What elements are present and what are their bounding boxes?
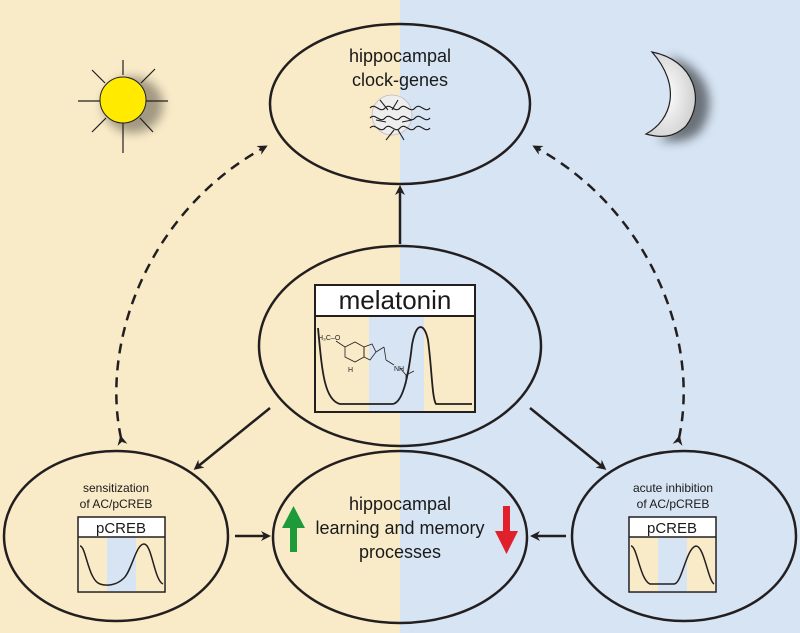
sensitization-node: sensitization of AC/pCREB pCREB — [2, 449, 230, 623]
sensitization-line2: of AC/pCREB — [80, 497, 153, 511]
inhibition-line2: of AC/pCREB — [637, 497, 710, 511]
down-arrow-icon — [495, 506, 518, 554]
learning-line2: learning and memory — [315, 518, 484, 538]
clock-genes-node: hippocampal clock-genes — [268, 22, 532, 186]
clock-genes-line2: clock-genes — [352, 70, 448, 90]
atom-amide-n: NH — [394, 366, 404, 373]
melatonin-title: melatonin — [339, 285, 452, 315]
atom-methoxy: H₃C–O — [318, 335, 341, 342]
melatonin-structure-icon — [335, 340, 415, 384]
melatonin-day-band-left — [316, 316, 369, 411]
melatonin-day-band-right — [424, 316, 474, 411]
left-pcreb-title: pCREB — [96, 520, 146, 537]
moon-icon — [644, 51, 710, 142]
right-pcreb-title: pCREB — [647, 520, 697, 537]
learning-node: hippocampal learning and memory processe… — [271, 449, 529, 625]
melatonin-curve — [317, 326, 472, 405]
clock-genes-line1: hippocampal — [349, 46, 451, 66]
arrows — [115, 145, 685, 541]
sun-icon — [78, 60, 168, 153]
clock-gene-icon — [369, 94, 431, 141]
dashed-arrow-right — [532, 145, 685, 446]
melatonin-node: melatonin H₃C–O H NH — [257, 244, 543, 448]
atom-nh: H — [348, 367, 353, 374]
inhibition-node: acute inhibition of AC/pCREB pCREB — [570, 449, 798, 623]
sensitization-line1: sensitization — [83, 481, 149, 495]
right-pcreb-curve — [630, 545, 715, 585]
inhibition-line1: acute inhibition — [633, 481, 713, 495]
dashed-arrow-left — [115, 145, 268, 446]
left-pcreb-curve — [79, 543, 164, 586]
learning-line1: hippocampal — [349, 494, 451, 514]
up-arrow-icon — [282, 506, 305, 552]
learning-line3: processes — [359, 542, 441, 562]
